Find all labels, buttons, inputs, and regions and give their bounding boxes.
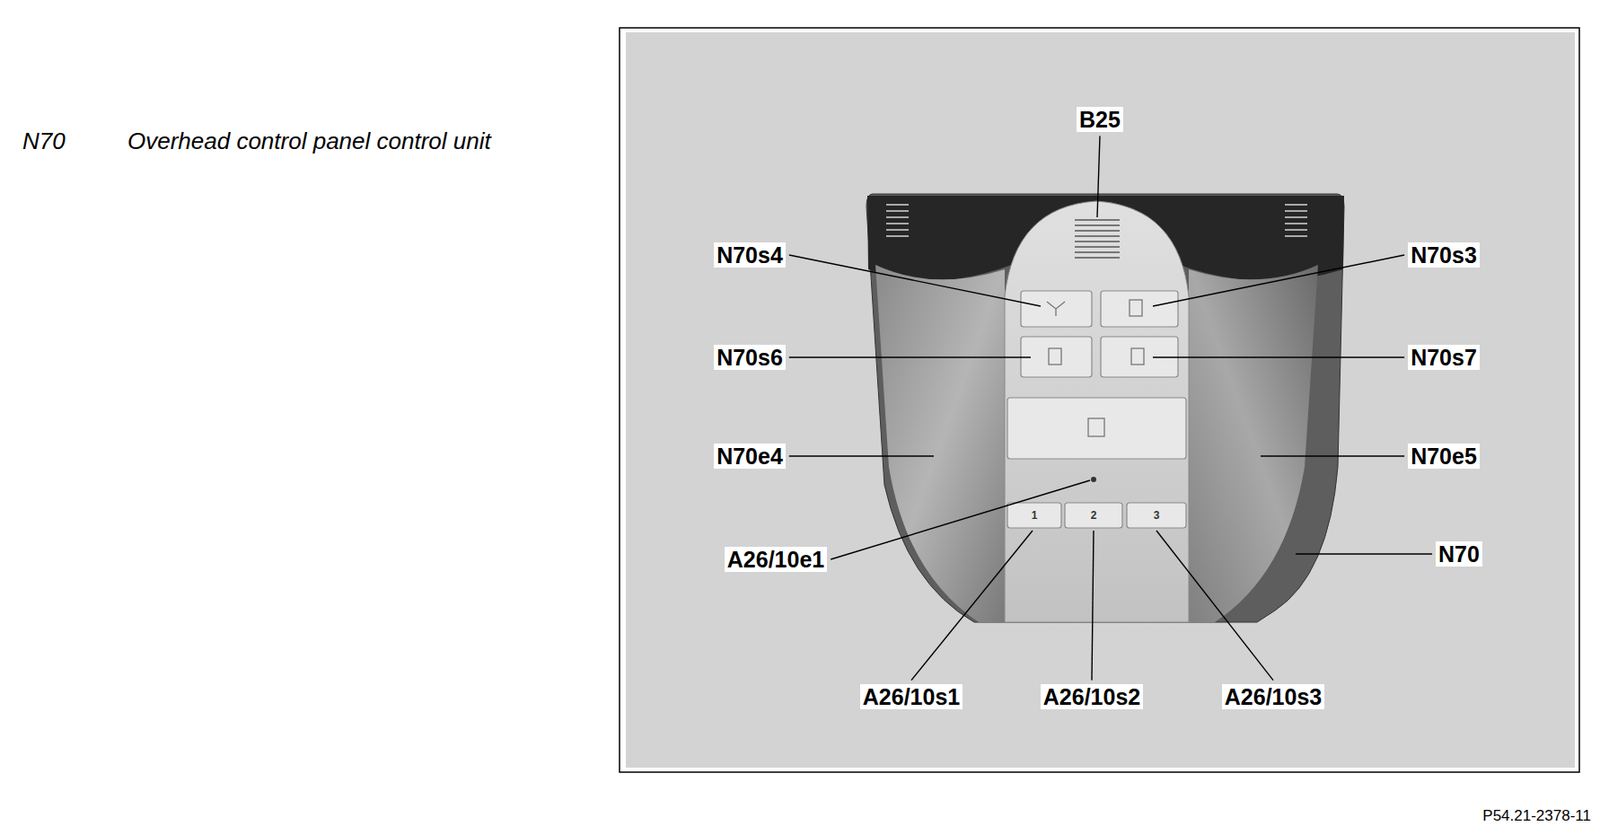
frame xyxy=(619,27,1580,773)
switch-button xyxy=(1007,290,1187,528)
sensor-grille xyxy=(1074,219,1120,258)
callout-label: N70s6 xyxy=(713,344,786,371)
leader-line xyxy=(789,455,934,457)
lamp-lens xyxy=(875,264,1005,623)
callout-label: B25 xyxy=(1076,106,1124,133)
button-number: 1 xyxy=(1031,509,1038,522)
leader-line xyxy=(1152,356,1405,358)
leader-line xyxy=(1156,530,1274,681)
callout-label: N70e5 xyxy=(1407,443,1480,470)
leader-line xyxy=(1260,455,1405,457)
part-code: N70 xyxy=(22,127,66,156)
control-strip xyxy=(1004,201,1189,623)
callout-label: A26/10s3 xyxy=(1221,684,1325,711)
callout-label: N70s4 xyxy=(713,242,786,269)
leader-line xyxy=(789,254,1041,307)
callout-label: N70e4 xyxy=(713,443,786,470)
leader-line xyxy=(830,480,1091,560)
callout-label: A26/10e1 xyxy=(724,546,827,573)
button-number: 3 xyxy=(1153,509,1161,522)
callout-label: A26/10s1 xyxy=(860,684,963,711)
lamp-lens xyxy=(1188,264,1319,623)
leader-line xyxy=(911,530,1033,681)
leader-line xyxy=(1091,530,1094,681)
button-number: 2 xyxy=(1090,509,1098,522)
callout-label: N70s7 xyxy=(1407,344,1480,371)
leader-line xyxy=(1295,553,1433,554)
leader-line xyxy=(1152,254,1405,307)
background xyxy=(625,32,1575,768)
figure-number: P54.21-2378-11 xyxy=(1482,807,1592,826)
corner-grille xyxy=(886,204,1308,237)
button-symbol xyxy=(1046,299,1144,437)
leader-line xyxy=(789,356,1031,358)
callout-label: N70 xyxy=(1435,541,1483,568)
housing xyxy=(866,193,1345,623)
leader-line xyxy=(1097,135,1100,218)
callout-label: A26/10s2 xyxy=(1040,684,1143,711)
callout-label: N70s3 xyxy=(1407,242,1480,269)
indicator-lamp xyxy=(1090,476,1097,483)
part-description: Overhead control panel control unit xyxy=(127,127,492,156)
